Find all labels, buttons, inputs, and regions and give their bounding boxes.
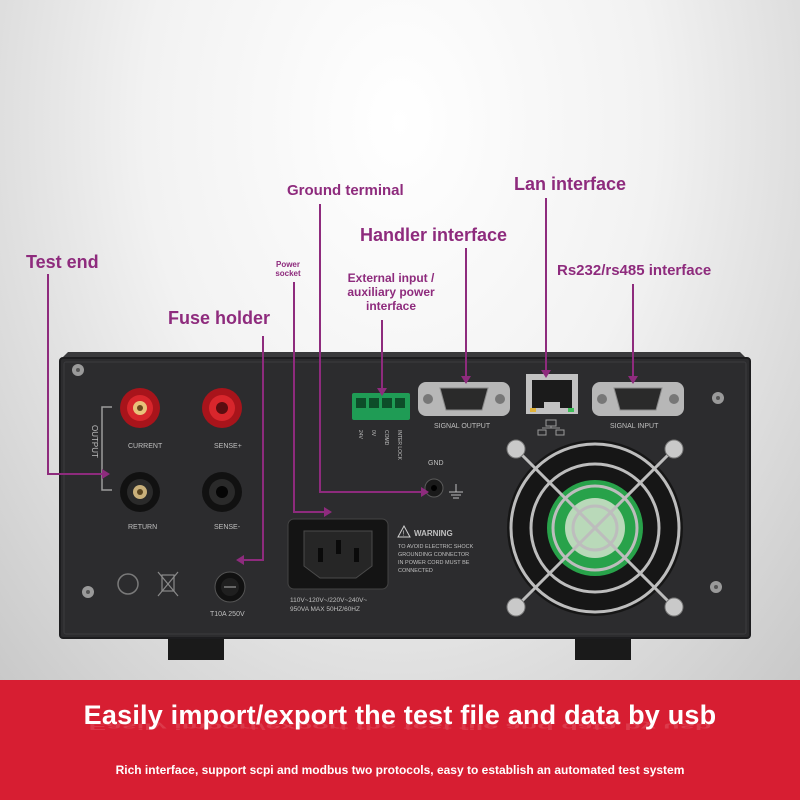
power-socket-callout: Power socket	[275, 260, 301, 278]
rs232-db9-connector	[592, 382, 684, 416]
panel-screws	[72, 364, 724, 598]
terminal-pin-label-0: 24V	[357, 430, 363, 440]
banner-subline: Rich interface, support scpi and modbus …	[115, 763, 685, 777]
warning-title: WARNING	[414, 529, 453, 538]
ground-terminal	[424, 478, 444, 498]
callout-arrowheads	[102, 370, 638, 565]
terminal-pin-label-3: INTER LOCK	[396, 430, 402, 461]
ground-symbol-icon	[449, 484, 463, 499]
sense-minus-label: SENSE-	[214, 524, 241, 531]
warning-line-2: IN POWER CORD MUST BE	[398, 560, 470, 566]
test-end-callout: Test end	[26, 252, 99, 272]
warning-line-0: TO AVOID ELECTRIC SHOCK	[398, 544, 474, 550]
banner-headline: Easily import/export the test file and d…	[83, 700, 717, 730]
power-socket-iec	[287, 518, 389, 590]
lan-rj45-port	[526, 374, 578, 414]
weee-bin-icon	[157, 571, 179, 597]
terminal-pin-label-2: COMD	[383, 430, 389, 446]
warning-line-1: GROUNDING CONNECTOR	[398, 552, 469, 558]
return-label: RETURN	[128, 524, 157, 531]
external-input-callout: External input / auxiliary power interfa…	[347, 271, 435, 313]
output-bracket	[101, 406, 112, 491]
bottom-banner: Easily import/export the test file and d…	[0, 680, 800, 800]
rs232-rs485-callout: Rs232/rs485 interface	[557, 262, 712, 279]
fuse-holder	[214, 571, 246, 603]
power-rating-line-1: 950VA MAX 50HZ/60HZ	[290, 606, 360, 613]
warning-triangle-icon: !	[397, 524, 411, 538]
certification-icon	[117, 573, 139, 595]
lan-interface-callout: Lan interface	[514, 174, 627, 194]
callout-leader-lines	[47, 198, 634, 561]
return-terminal	[120, 472, 160, 512]
banner-headline-reflection: Easily import/export the test file and d…	[88, 721, 712, 733]
handler-interface-callout: Handler interface	[360, 225, 508, 245]
network-icon	[537, 419, 565, 436]
fuse-holder-callout: Fuse holder	[168, 308, 271, 328]
cooling-fan	[506, 439, 684, 617]
power-rating-line-0: 110V~120V~/220V~240V~	[290, 597, 367, 604]
current-terminal	[120, 388, 160, 428]
handler-db9-connector	[418, 382, 510, 416]
current-label: CURRENT	[128, 443, 163, 450]
svg-text:!: !	[403, 531, 405, 538]
warning-line-3: CONNECTED	[398, 568, 433, 574]
sense-plus-terminal	[202, 388, 242, 428]
fuse-rating-label: T10A 250V	[210, 611, 245, 618]
external-input-terminal-block	[352, 393, 410, 420]
gnd-label: GND	[428, 460, 444, 467]
signal-output-label: SIGNAL OUTPUT	[434, 423, 491, 430]
signal-input-label: SIGNAL INPUT	[610, 423, 659, 430]
ground-terminal-callout: Ground terminal	[287, 182, 404, 199]
output-label: OUTPUT	[90, 425, 99, 458]
terminal-pin-label-1: 0V	[370, 430, 376, 437]
sense-minus-terminal	[202, 472, 242, 512]
rear-panel-illustration: OUTPUT CURRENT SENSE+ RETURN SENSE- T10A…	[47, 198, 751, 660]
sense-plus-label: SENSE+	[214, 443, 242, 450]
